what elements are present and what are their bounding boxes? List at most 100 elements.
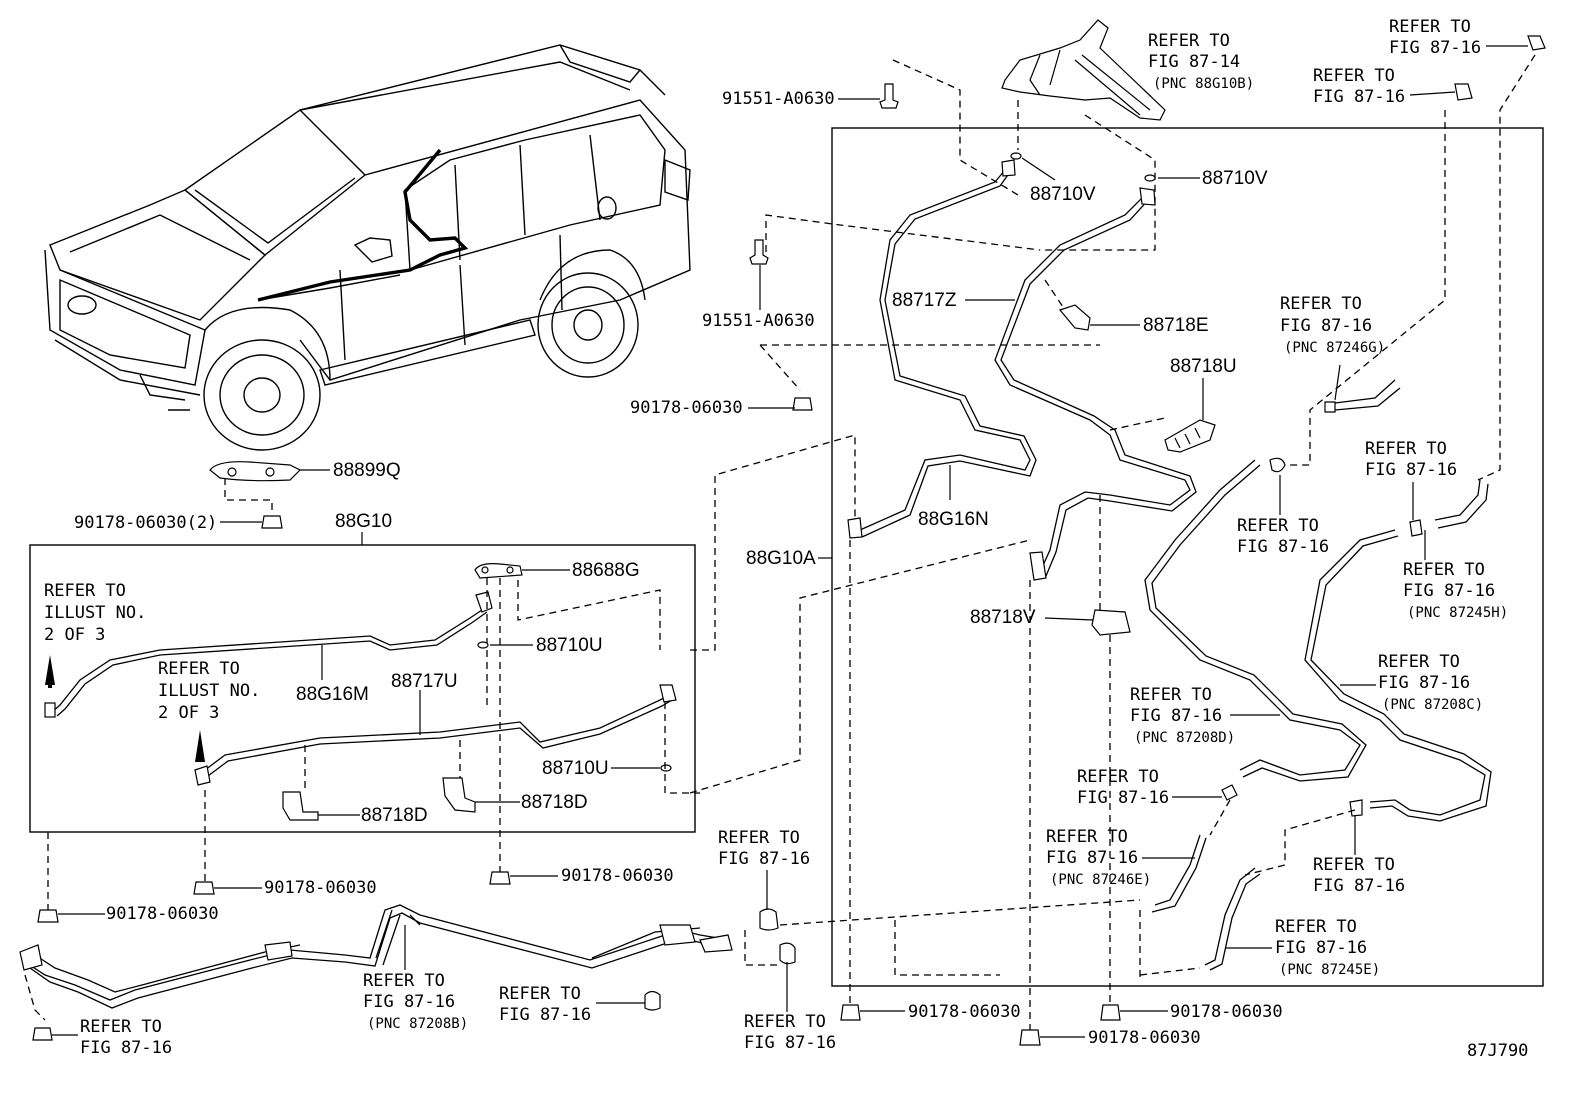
label-90178-top: 90178-06030: [630, 398, 743, 418]
label-88717U: 88717U: [391, 671, 458, 692]
ref-line: FIG 87-16: [718, 849, 810, 869]
ref-line: FIG 87-16: [1389, 38, 1481, 58]
label-90178-b1: 90178-06030: [106, 904, 219, 924]
label-88710V-a: 88710V: [1030, 184, 1096, 205]
label-90178-b2: 90178-06030: [264, 878, 377, 898]
ref-line: (PNC 87208C): [1382, 697, 1483, 713]
refer-bottom-center: REFER TO FIG 87-16: [718, 828, 810, 910]
label-88G16M: 88G16M: [296, 684, 369, 705]
label-88718V: 88718V: [970, 607, 1036, 628]
ref-line: FIG 87-16: [363, 992, 455, 1012]
refer-mid1: REFER TO FIG 87-16: [1365, 439, 1457, 520]
label-91551-a: 91551-A0630: [722, 89, 835, 109]
label-90178-r2: 90178-06030: [1088, 1028, 1201, 1048]
refer-mid3: REFER TO FIG 87-16: [1077, 767, 1222, 808]
ref-line: FIG 87-16: [1403, 581, 1495, 601]
ref-line: REFER TO: [499, 984, 581, 1004]
refer-87208D: REFER TO FIG 87-16 (PNC 87208D): [1130, 685, 1280, 746]
main-assembly-contents: 88710V 88710V 88G16N 88717Z 88718E 88718…: [840, 54, 1536, 1048]
label-88688G: 88688G: [572, 560, 640, 581]
assembly-box-88G10A: [831, 127, 1544, 987]
label-88899Q: 88899Q: [333, 460, 401, 481]
refer-illust-1: REFER TO ILLUST NO. 2 OF 3: [44, 581, 146, 688]
ref-line: FIG 87-14: [1148, 52, 1240, 72]
ref-line: REFER TO: [158, 659, 240, 679]
label-88G10: 88G10: [335, 511, 392, 532]
ref-line: REFER TO: [363, 971, 445, 991]
label-88718D-b: 88718D: [521, 792, 588, 813]
ref-line: (PNC 87246E): [1050, 872, 1151, 888]
ref-line: REFER TO: [80, 1017, 162, 1037]
diagram-code: 87J790: [1467, 1041, 1528, 1061]
ref-line: (PNC 87208D): [1134, 730, 1235, 746]
refer-87208B: REFER TO FIG 87-16 (PNC 87208B): [363, 925, 468, 1032]
ref-line: (PNC 87208B): [367, 1016, 468, 1032]
ref-line: FIG 87-16: [744, 1033, 836, 1053]
ref-line: REFER TO: [1046, 827, 1128, 847]
ref-line: (PNC 88G10B): [1153, 76, 1254, 92]
label-88710U-b: 88710U: [542, 758, 609, 779]
ref-line: REFER TO: [1365, 439, 1447, 459]
ref-line: REFER TO: [1389, 17, 1471, 37]
ref-line: REFER TO: [1148, 31, 1230, 51]
refer-87245H: REFER TO FIG 87-16 (PNC 87245H): [1403, 530, 1508, 621]
vehicle-illustration: [44, 44, 691, 451]
ref-line: REFER TO: [1237, 516, 1319, 536]
ref-line: ILLUST NO.: [44, 603, 146, 623]
ref-line: REFER TO: [1275, 917, 1357, 937]
refer-illust-2: REFER TO ILLUST NO. 2 OF 3: [158, 659, 260, 762]
ref-line: FIG 87-16: [1378, 673, 1470, 693]
refer-bottom-mid: REFER TO FIG 87-16: [499, 984, 645, 1025]
ref-line: FIG 87-16: [1313, 87, 1405, 107]
ref-line: REFER TO: [1313, 855, 1395, 875]
ref-line: REFER TO: [744, 1012, 826, 1032]
assembly-88G10-contents: REFER TO ILLUST NO. 2 OF 3 REFER TO ILLU…: [44, 560, 700, 880]
ref-line: REFER TO: [1403, 560, 1485, 580]
label-88718D-a: 88718D: [361, 805, 428, 826]
ref-line: 2 OF 3: [44, 625, 105, 645]
ref-line: FIG 87-16: [499, 1005, 591, 1025]
label-90178-b3: 90178-06030: [561, 866, 674, 886]
label-88717Z: 88717Z: [892, 290, 957, 311]
refer-top-right-2: REFER TO FIG 87-16: [1313, 66, 1473, 107]
ref-line: FIG 87-16: [1313, 876, 1405, 896]
refer-87246E: REFER TO FIG 87-16 (PNC 87246E): [1046, 827, 1195, 888]
ref-line: (PNC 87246G): [1284, 340, 1385, 356]
arrow-up-icon: [195, 730, 205, 762]
ref-line: REFER TO: [1280, 294, 1362, 314]
refer-87245E: REFER TO FIG 87-16 (PNC 87245E): [1225, 917, 1380, 978]
refer-87208C: REFER TO FIG 87-16 (PNC 87208C): [1340, 652, 1483, 713]
label-91551-b: 91551-A0630: [702, 311, 815, 331]
part-88899Q: 88899Q 90178-06030(2): [74, 460, 401, 533]
ref-line: ILLUST NO.: [158, 681, 260, 701]
label-90178-r3: 90178-06030: [1170, 1002, 1283, 1022]
label-90178-06030-2: 90178-06030(2): [74, 513, 217, 533]
ref-line: FIG 87-16: [1275, 938, 1367, 958]
ref-line: FIG 87-16: [1280, 316, 1372, 336]
ref-line: REFER TO: [718, 828, 800, 848]
ref-line: (PNC 87245H): [1407, 605, 1508, 621]
label-88710U-a: 88710U: [536, 635, 603, 656]
ref-line: (PNC 87245E): [1279, 962, 1380, 978]
refer-87246G: REFER TO FIG 87-16 (PNC 87246G): [1280, 294, 1385, 401]
refer-bottom-center-2: REFER TO FIG 87-16: [744, 962, 836, 1053]
ref-line: REFER TO: [1130, 685, 1212, 705]
ref-line: REFER TO: [1378, 652, 1460, 672]
refer-top-right-1: REFER TO FIG 87-16: [1389, 17, 1546, 58]
arrow-up-icon: [45, 655, 55, 685]
label-88718E: 88718E: [1143, 315, 1209, 336]
label-88G16N: 88G16N: [918, 509, 989, 530]
ref-line: FIG 87-16: [1130, 706, 1222, 726]
ref-line: FIG 87-16: [1237, 537, 1329, 557]
ref-line: 2 OF 3: [158, 703, 219, 723]
nuts-below-box: 90178-06030 90178-06030 90178-06030: [37, 866, 674, 924]
ref-line: FIG 87-16: [1077, 788, 1169, 808]
ref-line: FIG 87-16: [1046, 848, 1138, 868]
assembly-box-88G10: [29, 544, 696, 833]
label-90178-r1: 90178-06030: [908, 1002, 1021, 1022]
refer-mid4: REFER TO FIG 87-16: [1313, 815, 1405, 896]
ref-line: REFER TO: [1077, 767, 1159, 787]
refer-mid2: REFER TO FIG 87-16: [1237, 475, 1329, 557]
ref-line: REFER TO: [1313, 66, 1395, 86]
